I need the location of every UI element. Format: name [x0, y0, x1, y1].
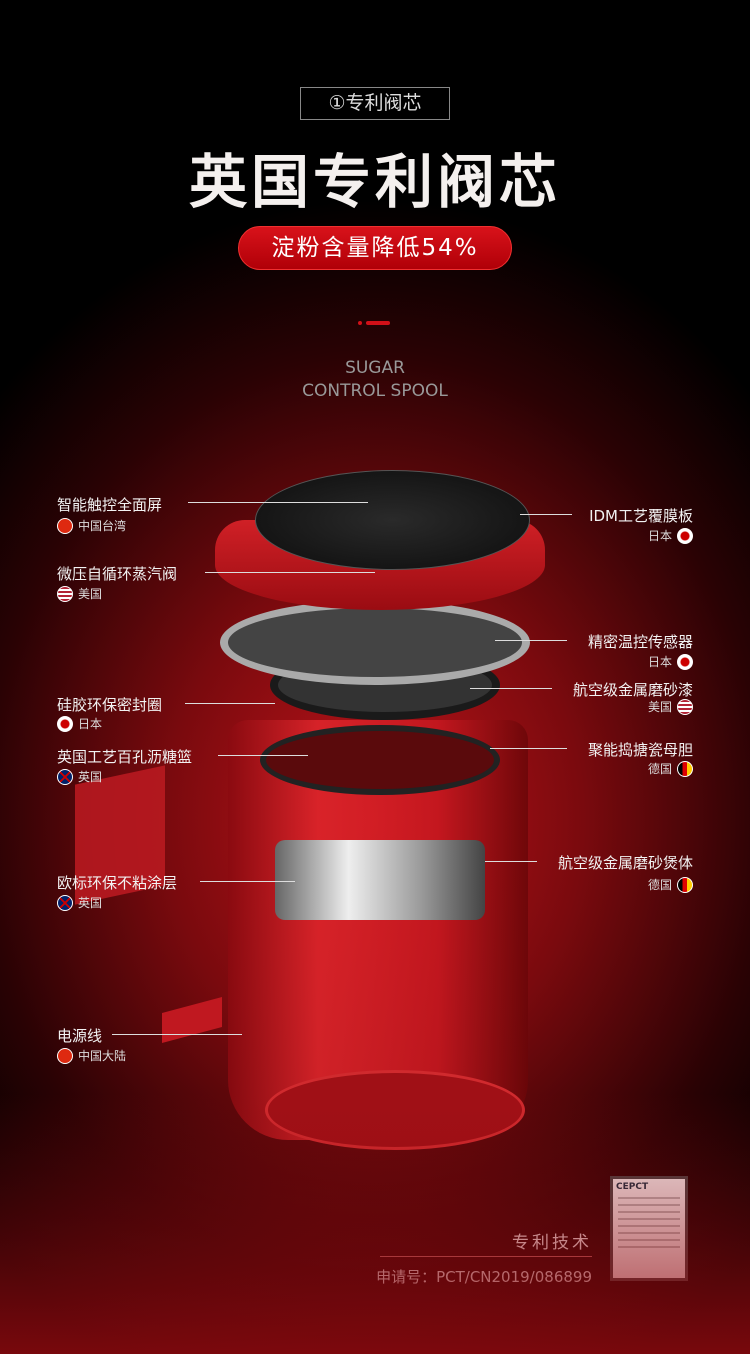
- page-title: 英国专利阀芯: [188, 148, 561, 216]
- cert-logo: CEPCT: [616, 1182, 649, 1192]
- flag-uk-icon: [57, 768, 73, 785]
- leader-line: [200, 881, 295, 882]
- flag-usa-icon: [57, 585, 73, 602]
- flag-japan-icon: [57, 715, 73, 732]
- flag-germany-icon: [677, 760, 693, 777]
- leader-line: [470, 688, 552, 689]
- callout-label: 精密温控传感器: [587, 633, 693, 651]
- callout-label: IDM工艺覆膜板: [589, 507, 693, 525]
- callout-origin: 美国: [648, 698, 693, 715]
- patent-certificate-image: CEPCT: [610, 1176, 688, 1281]
- footer-divider: [380, 1256, 592, 1257]
- callout-origin: 中国大陆: [57, 1047, 126, 1064]
- flag-japan-icon: [677, 527, 693, 544]
- callout-label: 智能触控全面屏: [57, 496, 163, 514]
- flag-uk-icon: [57, 894, 73, 911]
- callout-label: 航空级金属磨砂漆: [572, 681, 693, 699]
- flag-germany-icon: [677, 876, 693, 893]
- leader-line: [495, 640, 567, 641]
- callout-label: 航空级金属磨砂煲体: [557, 854, 693, 872]
- callout-origin: 德国: [648, 876, 693, 893]
- patent-number: 申请号：PCT/CN2019/086899: [376, 1268, 592, 1286]
- callout-origin: 德国: [648, 760, 693, 777]
- leader-line: [205, 572, 375, 573]
- highlight-badge: 淀粉含量降低54%: [238, 226, 512, 270]
- callout-label: 微压自循环蒸汽阀: [57, 565, 178, 583]
- subtitle-line1: SUGAR: [345, 358, 405, 378]
- leader-line: [520, 514, 572, 515]
- flag-japan-icon: [677, 653, 693, 670]
- subtitle-line2: CONTROL SPOOL: [302, 381, 448, 401]
- callout-origin: 英国: [57, 894, 102, 911]
- callout-origin: 中国台湾: [57, 517, 126, 534]
- callout-label: 电源线: [57, 1027, 103, 1045]
- leader-line: [218, 755, 308, 756]
- flag-china-icon: [57, 1047, 73, 1064]
- callout-origin: 日本: [57, 715, 102, 732]
- flag-usa-icon: [677, 698, 693, 715]
- leader-line: [490, 748, 567, 749]
- leader-line: [112, 1034, 242, 1035]
- callout-origin: 日本: [648, 527, 693, 544]
- flag-china-icon: [57, 517, 73, 534]
- callout-label: 硅胶环保密封圈: [57, 696, 163, 714]
- callout-origin: 美国: [57, 585, 102, 602]
- leader-line: [185, 703, 275, 704]
- callout-label: 聚能捣搪瓷母胆: [587, 741, 693, 759]
- section-tag: ①专利阀芯: [300, 87, 450, 120]
- leader-line: [485, 861, 537, 862]
- callout-origin: 英国: [57, 768, 102, 785]
- leader-line: [188, 502, 368, 503]
- callout-label: 欧标环保不粘涂层: [57, 874, 178, 892]
- callout-label: 英国工艺百孔沥糖篮: [57, 748, 193, 766]
- callout-origin: 日本: [648, 653, 693, 670]
- patent-title: 专利技术: [512, 1233, 592, 1253]
